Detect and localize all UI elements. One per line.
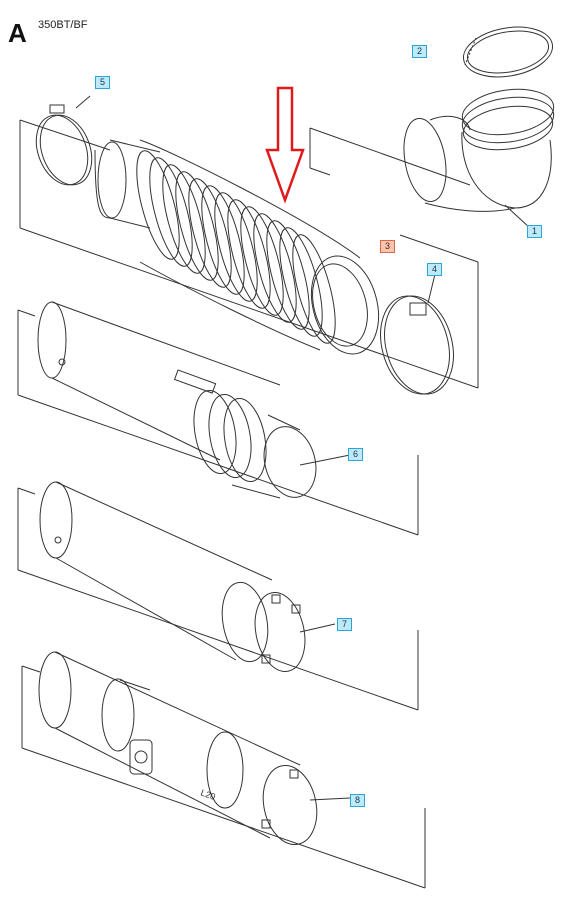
hose-rib [201,185,245,295]
callout-6[interactable]: 6 [348,448,363,461]
callout-1[interactable]: 1 [527,225,542,238]
hose-rib [214,192,258,302]
tube-6 [37,301,351,499]
hose-rib [149,157,193,267]
hose-rib [292,234,336,344]
tube-7 [39,481,336,672]
elbow-part [403,88,555,229]
tube-6-plane [17,309,419,536]
hose-plane [19,119,479,389]
model-label: 350BT/BF [38,19,88,31]
hose-rib [266,220,310,330]
indicator-arrow [265,86,305,204]
hose-rib [188,178,232,288]
hose-rib [162,164,206,274]
gasket-ring [462,26,554,78]
tube-marking: L20 [199,787,217,802]
callout-4[interactable]: 4 [427,263,442,276]
hose-rib [227,199,271,309]
callout-2[interactable]: 2 [412,45,427,58]
hose-rib [240,206,284,316]
clamp-right [380,269,454,395]
tube-8 [38,651,351,845]
hose-rib [136,150,180,260]
elbow-plane [309,127,471,186]
callout-5[interactable]: 5 [95,76,110,89]
tube-8-plane [21,665,426,889]
callout-7[interactable]: 7 [337,618,352,631]
corrugated-hose [94,139,380,355]
section-letter: A [8,18,27,48]
clamp-left [35,95,93,186]
tube-7-plane [17,487,419,711]
hose-rib [253,213,297,323]
hose-rib [175,171,219,281]
callout-3[interactable]: 3 [380,240,395,253]
callout-8[interactable]: 8 [350,794,365,807]
hose-rib [279,227,323,337]
